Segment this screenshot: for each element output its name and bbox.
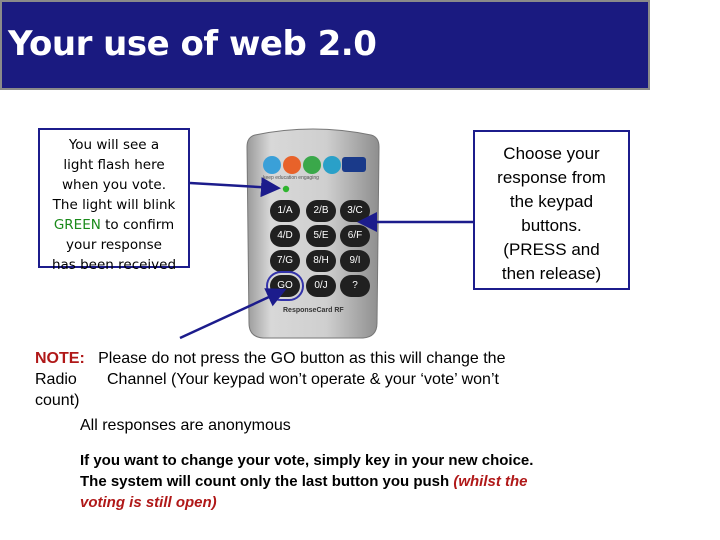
led-indicator — [282, 185, 290, 193]
keypad-model-label: ResponseCard RF — [283, 307, 344, 314]
key-0j: 0/J — [306, 275, 336, 297]
key-9i: 9/I — [340, 250, 370, 272]
keypad-callout-line: Choose your — [503, 144, 600, 163]
green-word: GREEN — [53, 217, 101, 233]
keypad-logo-text: keep education engaging — [263, 175, 319, 181]
page-title: Your use of web 2.0 — [8, 24, 377, 64]
key-4d: 4/D — [270, 225, 300, 247]
key-6f: 6/F — [340, 225, 370, 247]
note-block: NOTE: Please do not press the GO button … — [35, 348, 675, 411]
light-callout-line: light flash here — [63, 157, 165, 173]
key-1a: 1/A — [270, 200, 300, 222]
keypad-logo-icon — [263, 156, 366, 174]
change-line: If you want to change your vote, simply … — [80, 452, 534, 469]
note-line: Radio Channel (Your keypad won’t operate … — [35, 369, 675, 390]
key-3c: 3/C — [340, 200, 370, 222]
note-text: Channel (Your keypad won’t operate & you… — [107, 371, 499, 388]
anonymous-statement: All responses are anonymous — [80, 417, 291, 434]
key-5e: 5/E — [306, 225, 336, 247]
light-callout-line: GREEN to confirm — [44, 215, 184, 235]
keypad-callout-line: (PRESS and — [503, 240, 600, 259]
keypad-callout-line: response from — [497, 168, 606, 187]
change-text: The system will count only the last butt… — [80, 473, 454, 490]
key-go: GO — [266, 271, 304, 301]
keypad-callout: Choose your response from the keypad but… — [473, 130, 630, 290]
note-line: count) — [35, 392, 80, 409]
light-callout-line: your response — [66, 237, 162, 253]
title-banner: Your use of web 2.0 — [0, 0, 650, 90]
change-highlight: voting is still open) — [80, 494, 217, 511]
note-text: Radio — [35, 371, 77, 388]
light-callout-line: has been received — [51, 257, 177, 273]
light-callout-text: to confirm — [100, 217, 175, 233]
note-label: NOTE: — [35, 350, 85, 367]
keypad-callout-line: the keypad — [509, 192, 594, 211]
note-text: Please do not press the GO button as thi… — [98, 350, 506, 367]
light-callout-line: You will see a — [68, 137, 160, 153]
light-callout-line: The light will blink — [52, 197, 176, 213]
key-8h: 8/H — [306, 250, 336, 272]
light-callout-line: when you vote. — [62, 177, 166, 193]
key-2b: 2/B — [306, 200, 336, 222]
key-question: ? — [340, 275, 370, 297]
change-highlight: (whilst the — [453, 473, 528, 490]
keypad-callout-line: then release) — [501, 264, 602, 283]
clicker-keypad-image: keep education engaging 1/A 2/B 3/C 4/D … — [243, 127, 383, 340]
light-callout: You will see a light flash here when you… — [38, 128, 190, 273]
key-7g: 7/G — [270, 250, 300, 272]
keypad-callout-line: buttons. — [521, 216, 582, 235]
note-line: NOTE: Please do not press the GO button … — [35, 348, 675, 369]
change-vote-block: If you want to change your vote, simply … — [80, 450, 660, 513]
change-line: The system will count only the last butt… — [80, 471, 660, 492]
